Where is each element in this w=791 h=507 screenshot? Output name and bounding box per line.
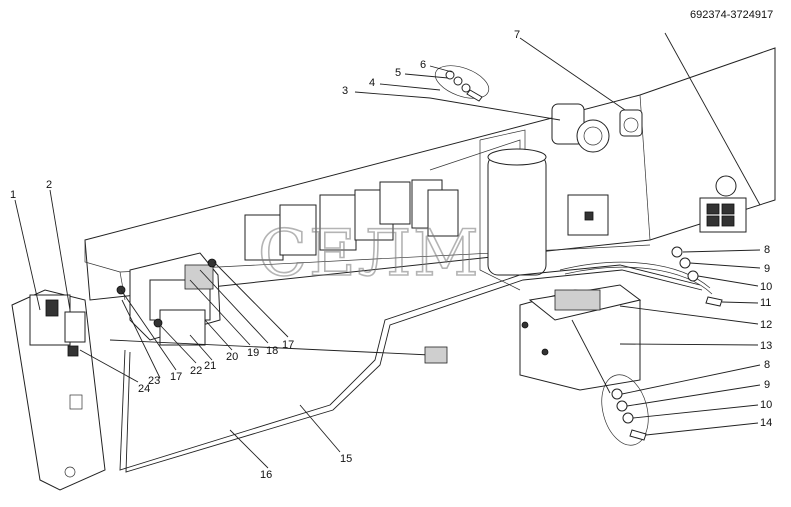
callout-6: 6 xyxy=(420,59,426,71)
callout-24: 24 xyxy=(138,383,150,395)
callout-13: 13 xyxy=(760,340,772,352)
switch-panel xyxy=(11,289,106,491)
callout-14: 14 xyxy=(760,417,772,429)
callout-10-lower: 10 xyxy=(760,399,772,411)
callout-7: 7 xyxy=(514,29,520,41)
left-relay-block xyxy=(116,252,221,346)
callout-21: 21 xyxy=(204,360,216,372)
callout-8-lower: 8 xyxy=(764,359,770,371)
cable-harness xyxy=(109,261,713,473)
callout-22: 22 xyxy=(190,365,202,377)
callout-16: 16 xyxy=(260,469,272,481)
right-connector xyxy=(699,175,747,233)
washers-upper xyxy=(671,246,723,307)
callout-10: 10 xyxy=(760,281,772,293)
callout-23: 23 xyxy=(148,375,160,387)
callout-8: 8 xyxy=(764,244,770,256)
callout-1: 1 xyxy=(10,189,16,201)
motor xyxy=(551,103,643,236)
cylinder-unit xyxy=(479,129,547,291)
callout-2: 2 xyxy=(46,179,52,191)
callout-9: 9 xyxy=(764,263,770,275)
callout-17: 17 xyxy=(282,339,294,351)
callout-9-lower: 9 xyxy=(764,379,770,391)
callout-4: 4 xyxy=(369,77,375,89)
washers-lower xyxy=(601,374,649,446)
callout-15: 15 xyxy=(340,453,352,465)
callout-17-left: 17 xyxy=(170,371,182,383)
callout-3: 3 xyxy=(342,85,348,97)
watermark-text: СЕЛМ xyxy=(258,217,481,291)
washers-top xyxy=(434,65,490,102)
callout-12: 12 xyxy=(760,319,772,331)
callout-19: 19 xyxy=(247,347,259,359)
control-unit xyxy=(519,284,642,391)
callout-20: 20 xyxy=(226,351,238,363)
drawing-code: 692374-3724917 xyxy=(690,9,773,21)
callout-18: 18 xyxy=(266,345,278,357)
callout-11: 11 xyxy=(760,297,771,309)
callouts: 1 2 3 4 5 6 7 8 9 10 11 12 xyxy=(10,29,772,481)
callout-5: 5 xyxy=(395,67,401,79)
relay-group xyxy=(244,179,459,261)
